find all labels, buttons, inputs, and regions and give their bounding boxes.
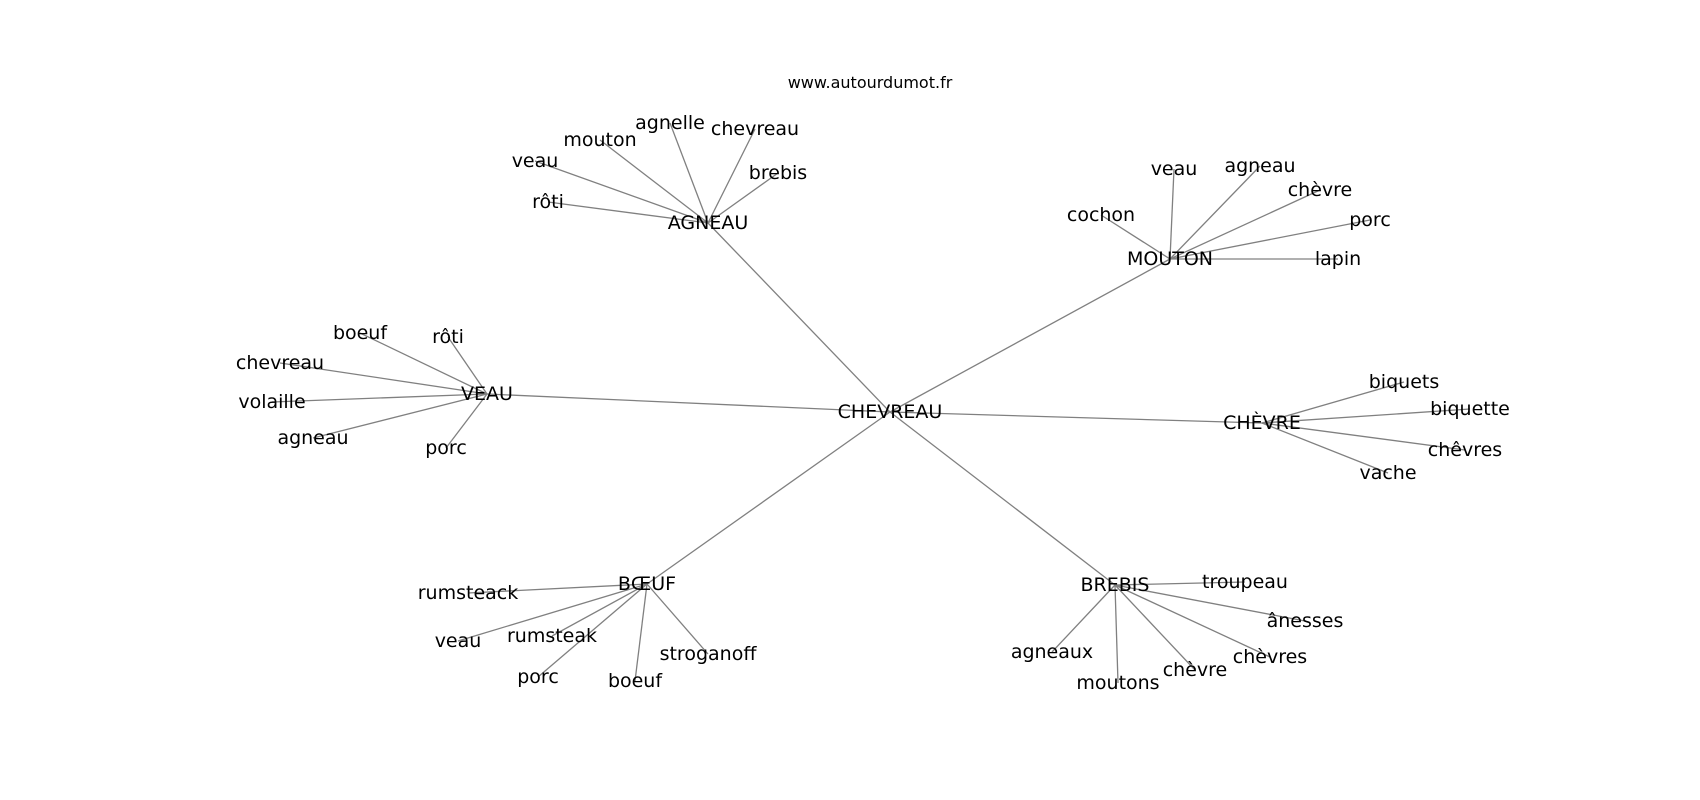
edge-center-agneau bbox=[707, 222, 891, 413]
node-group-brebis: BREBIS bbox=[1081, 574, 1150, 596]
edge-agneau-agnelle bbox=[669, 122, 709, 224]
node-brebis-agneaux: agneaux bbox=[1011, 641, 1093, 663]
node-mouton-agneau: agneau bbox=[1224, 155, 1295, 177]
node-brebis-troupeau: troupeau bbox=[1202, 571, 1288, 593]
edge-veau-chevreau bbox=[279, 362, 488, 395]
edge-agneau-veau bbox=[534, 160, 709, 224]
edge-boeuf-rumsteack bbox=[467, 583, 648, 594]
node-boeuf-rumsteack: rumsteack bbox=[418, 582, 519, 604]
node-agneau-chevreau: chevreau bbox=[711, 118, 799, 140]
node-mouton-veau: veau bbox=[1151, 158, 1198, 180]
node-agneau-roti: rôti bbox=[532, 191, 564, 213]
node-center-chevreau: CHEVREAU bbox=[838, 401, 943, 423]
node-mouton-lapin: lapin bbox=[1315, 248, 1361, 270]
edge-center-boeuf bbox=[646, 411, 891, 585]
node-chevre-vache: vache bbox=[1359, 462, 1416, 484]
edge-chevre-biquets bbox=[1261, 381, 1405, 424]
node-agneau-agnelle: agnelle bbox=[635, 112, 705, 134]
edge-mouton-cochon bbox=[1100, 214, 1171, 260]
node-agneau-veau: veau bbox=[512, 150, 559, 172]
edge-veau-volaille bbox=[271, 393, 488, 403]
edge-chevre-chevres bbox=[1261, 422, 1466, 451]
node-mouton-porc: porc bbox=[1349, 209, 1391, 231]
edge-agneau-roti bbox=[547, 201, 709, 224]
node-boeuf-veau: veau bbox=[435, 630, 482, 652]
node-veau-porc: porc bbox=[425, 437, 467, 459]
node-group-veau: VEAU bbox=[461, 383, 513, 405]
node-brebis-chevre: chèvre bbox=[1163, 659, 1228, 681]
edge-agneau-brebis bbox=[707, 172, 779, 224]
node-veau-agneau: agneau bbox=[277, 427, 348, 449]
edge-agneau-mouton bbox=[599, 139, 709, 224]
edge-center-mouton bbox=[889, 258, 1171, 413]
node-group-agneau: AGNEAU bbox=[668, 212, 749, 234]
edge-brebis-moutons bbox=[1114, 584, 1119, 684]
edge-veau-roti bbox=[447, 336, 488, 395]
node-group-chevre: CHÈVRE bbox=[1223, 411, 1301, 434]
node-mouton-cochon: cochon bbox=[1067, 204, 1135, 226]
node-boeuf-porc: porc bbox=[517, 666, 559, 688]
node-group-boeuf: BŒUF bbox=[618, 573, 676, 595]
node-brebis-anesses: ânesses bbox=[1267, 610, 1344, 632]
edge-brebis-troupeau bbox=[1114, 581, 1246, 586]
node-veau-roti: rôti bbox=[432, 326, 464, 348]
source-label: www.autourdumot.fr bbox=[788, 73, 953, 92]
edge-brebis-anesses bbox=[1114, 584, 1306, 622]
node-boeuf-rumsteak: rumsteak bbox=[507, 625, 597, 647]
edge-chevre-biquette bbox=[1261, 408, 1471, 424]
edge-agneau-chevreau bbox=[707, 128, 756, 224]
edge-boeuf-veau bbox=[457, 583, 648, 642]
edge-chevre-vache bbox=[1261, 422, 1389, 474]
node-veau-chevreau: chevreau bbox=[236, 352, 324, 374]
node-boeuf-boeuf: boeuf bbox=[608, 670, 663, 692]
edge-mouton-chevre bbox=[1169, 189, 1321, 260]
edge-veau-boeuf bbox=[359, 332, 488, 395]
node-boeuf-stroganoff: stroganoff bbox=[660, 643, 758, 665]
node-chevre-chevres: chêvres bbox=[1428, 439, 1502, 461]
edges-layer bbox=[271, 122, 1471, 684]
edge-boeuf-porc bbox=[537, 583, 648, 678]
edge-mouton-veau bbox=[1169, 168, 1175, 260]
node-brebis-chevres: chèvres bbox=[1233, 646, 1307, 668]
edge-veau-agneau bbox=[312, 393, 488, 439]
edge-boeuf-stroganoff bbox=[646, 583, 709, 655]
node-chevre-biquette: biquette bbox=[1430, 398, 1510, 420]
edge-brebis-chevres bbox=[1114, 584, 1271, 658]
node-brebis-moutons: moutons bbox=[1076, 672, 1159, 694]
node-veau-volaille: volaille bbox=[238, 391, 305, 413]
node-mouton-chevre: chèvre bbox=[1288, 179, 1353, 201]
edge-mouton-agneau bbox=[1169, 165, 1261, 260]
node-chevre-biquets: biquets bbox=[1369, 371, 1439, 393]
node-veau-boeuf: boeuf bbox=[333, 322, 388, 344]
edge-center-brebis bbox=[889, 411, 1116, 586]
edge-veau-porc bbox=[445, 393, 488, 449]
edge-center-chevre bbox=[889, 411, 1263, 424]
edge-mouton-porc bbox=[1169, 219, 1371, 260]
node-group-mouton: MOUTON bbox=[1127, 248, 1213, 270]
node-agneau-mouton: mouton bbox=[563, 129, 636, 151]
edge-brebis-agneaux bbox=[1051, 584, 1116, 653]
edge-center-veau bbox=[486, 393, 891, 413]
edge-boeuf-boeuf bbox=[634, 583, 648, 682]
edge-brebis-chevre bbox=[1114, 584, 1196, 671]
edge-boeuf-rumsteak bbox=[551, 583, 648, 637]
node-agneau-brebis: brebis bbox=[749, 162, 807, 184]
